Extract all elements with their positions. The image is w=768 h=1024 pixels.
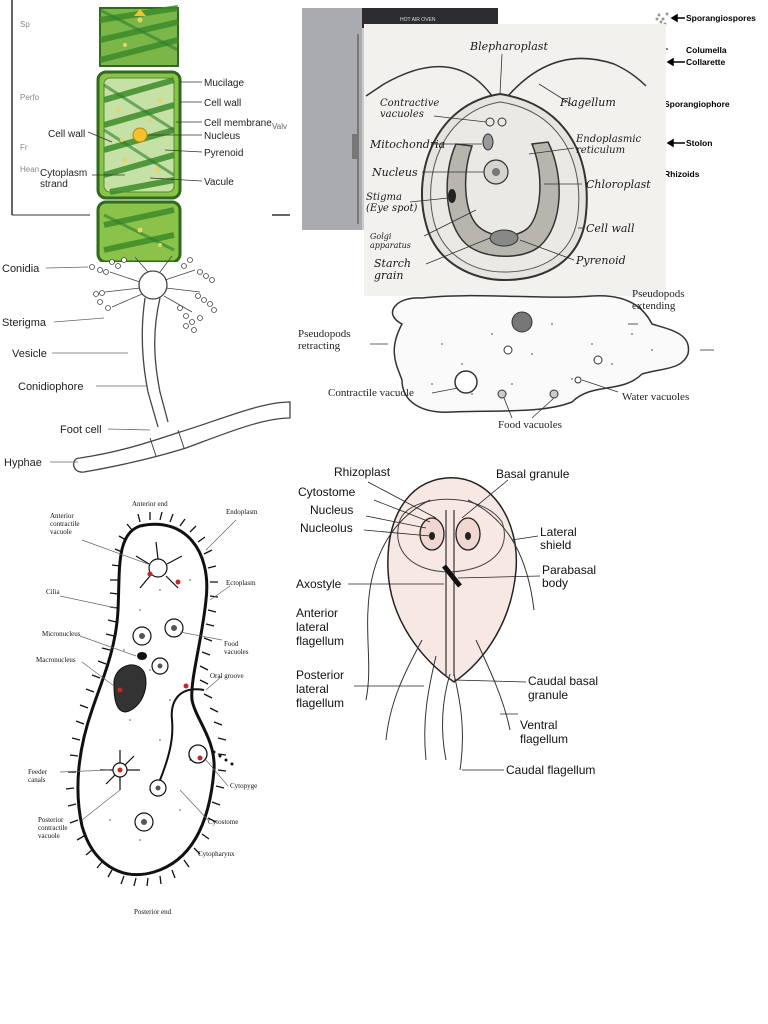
label-columella: Columella — [686, 45, 727, 55]
label-anterior-lateral-flagellum: Anterior lateral flagellum — [296, 606, 345, 648]
flagella — [365, 499, 535, 771]
partial-label-4: Hean — [20, 165, 39, 174]
label-ventral-flagellum: Ventral flagellum — [520, 718, 569, 746]
label-vesicle: Vesicle — [12, 348, 47, 360]
label-cytoplasm-strand: Cytoplasm strand — [40, 168, 88, 190]
label-nucleolus: Nucleolus — [300, 521, 353, 535]
partial-label-1: Sp — [20, 20, 30, 29]
label-conidiophore: Conidiophore — [18, 381, 83, 393]
axostyle — [445, 510, 455, 676]
contractile-vacuole — [454, 370, 478, 394]
label-food-vacuoles: Food vacuoles — [498, 419, 562, 431]
label-nucleus-g: Nucleus — [310, 503, 353, 517]
label-vacule: Vacule — [204, 177, 234, 188]
partial-label-3: Fr — [20, 143, 28, 152]
oral-groove — [159, 688, 205, 781]
label-sporangiospores: Sporangiospores — [686, 13, 756, 23]
label-cytopharynx: Cytopharynx — [198, 850, 235, 858]
label-pyrenoid: Pyrenoid — [204, 148, 243, 159]
label-anterior-end: Anterior end — [132, 500, 168, 508]
chloroplast — [446, 141, 560, 257]
label-cell-wall-right: Cell wall — [204, 98, 241, 109]
stigma — [448, 189, 456, 203]
label-axostyle: Axostyle — [296, 577, 342, 591]
label-cell-wall-left: Cell wall — [48, 129, 85, 140]
label-hyphae: Hyphae — [4, 457, 42, 469]
conidia-chains — [89, 255, 217, 333]
label-mucilage: Mucilage — [204, 78, 244, 89]
label-posterior-end: Posterior end — [134, 908, 172, 916]
label-caudal-basal-granule: Caudal basal granule — [528, 674, 599, 702]
label-stolon: Stolon — [686, 138, 712, 148]
flagellum-left — [365, 65, 493, 97]
paramecium-body — [76, 522, 216, 877]
chlamydomonas-diagram: Blepharoplast Flagellum Mitochondria Nuc… — [364, 24, 666, 296]
paramecium-diagram: Anterior end Endoplasm Ectoplasm Cilia M… — [20, 490, 290, 930]
label-endoplasm: Endoplasm — [226, 508, 258, 516]
label-nucleus: Nucleus — [204, 131, 240, 142]
label-nucleus-chl: Nucleus — [371, 166, 418, 179]
macronucleus — [113, 664, 147, 713]
label-micronucleus: Micronucleus — [42, 630, 81, 638]
label-conidia: Conidia — [2, 263, 40, 275]
label-water-vacuoles: Water vacuoles — [622, 391, 689, 403]
label-cytopyge: Cytopyge — [230, 782, 257, 790]
label-parabasal-body: Parabasal body — [542, 563, 597, 590]
label-posterior-lateral-flagellum: Posterior lateral flagellum — [296, 668, 345, 710]
cytopyge — [188, 744, 208, 764]
label-foot-cell: Foot cell — [60, 424, 102, 436]
micronucleus — [137, 652, 147, 660]
label-posterior-contractile-vacuole: Posterior contractile vacuole — [38, 816, 68, 840]
label-anterior-contractile-vacuole: Anterior contractile vacuole — [50, 512, 80, 536]
label-ectoplasm: Ectoplasm — [226, 579, 256, 587]
hyphae — [73, 401, 291, 473]
giardia-diagram: Rhizoplast Basal granule Cytostome Nucle… — [290, 460, 768, 790]
conidiophore — [141, 297, 169, 428]
label-endoplasmic-reticulum: Endoplasmic reticulum — [576, 134, 642, 156]
label-cytostome-g: Cytostome — [298, 485, 356, 499]
spirogyra-diagram: Sp Perfo Fr Hean Valv — [0, 0, 300, 262]
label-contractile-vacuole: Contractile vacuole — [328, 387, 414, 399]
nucleus-amoeba — [511, 311, 533, 333]
label-pseudopods-retracting: Pseudopods retracting — [298, 328, 351, 352]
rhizopus-labels: Sporangiospores Columella Collarette Spo… — [640, 0, 768, 200]
label-mitochondria: Mitochondria — [369, 138, 445, 151]
partial-label-2: Perfo — [20, 93, 40, 102]
label-contractive-vacuoles: Contractive vacuoles — [380, 98, 440, 120]
label-pseudopods-extending: Pseudopods extending — [632, 288, 685, 312]
label-pyrenoid-chl: Pyrenoid — [575, 254, 626, 267]
label-cell-membrane: Cell membrane — [204, 118, 272, 129]
amoeba-diagram: Contractile vacuole Water vacuoles Food … — [292, 284, 768, 436]
label-cytostome: Cytostome — [208, 818, 238, 826]
vesicle — [138, 270, 168, 300]
label-lateral-shield: Lateral shield — [540, 525, 577, 552]
label-chloroplast: Chloroplast — [586, 178, 651, 191]
label-collarette: Collarette — [686, 57, 725, 67]
label-basal-granule: Basal granule — [496, 467, 570, 481]
parabasal-body — [442, 564, 462, 588]
label-macronucleus: Macronucleus — [36, 656, 76, 664]
label-rhizoids: Rhizoids — [664, 169, 700, 179]
partial-label-right: Valv — [272, 122, 287, 131]
label-oral-groove: Oral groove — [210, 672, 244, 680]
label-stigma: Stigma (Eye spot) — [366, 192, 418, 214]
label-cell-wall-chl: Cell wall — [586, 222, 635, 235]
label-sporangiophore: Sporangiophore — [664, 99, 730, 109]
oven-panel-text: HOT AIR OVEN — [400, 17, 436, 23]
label-flagellum: Flagellum — [559, 96, 616, 109]
label-caudal-flagellum: Caudal flagellum — [506, 763, 595, 777]
label-cilia: Cilia — [46, 588, 61, 596]
anterior-contractile-vacuole — [135, 541, 183, 589]
label-golgi: Golgi apparatus — [370, 232, 411, 250]
label-rhizoplast: Rhizoplast — [334, 465, 391, 479]
flagellum-right — [507, 57, 647, 97]
label-feeder-canals: Feeder canals — [28, 768, 48, 784]
label-sterigma: Sterigma — [2, 317, 47, 329]
label-food-vacuoles-para: Food vacuoles — [224, 640, 249, 656]
aspergillus-diagram: Conidia Sterigma Vesicle Conidiophore Fo… — [0, 252, 292, 476]
label-blepharoplast: Blepharoplast — [469, 40, 548, 53]
label-starch-grain: Starch grain — [374, 257, 412, 282]
pyrenoid — [489, 229, 519, 247]
